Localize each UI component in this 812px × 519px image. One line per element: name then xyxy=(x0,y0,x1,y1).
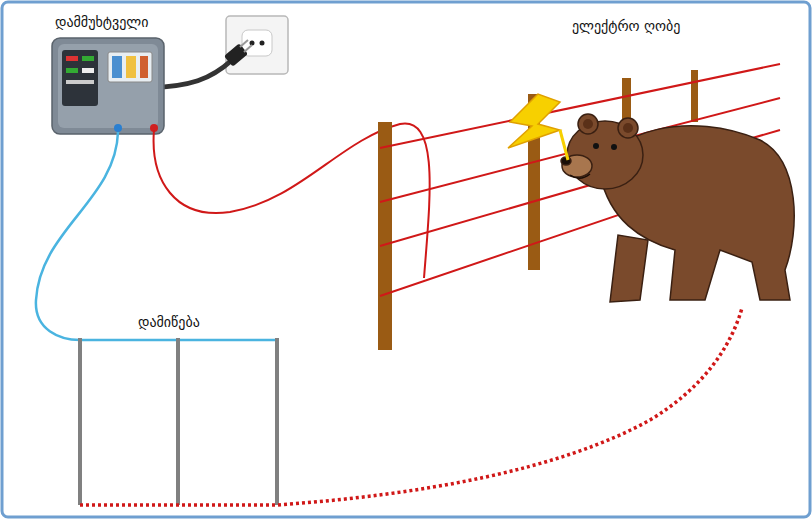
wall-socket xyxy=(226,16,288,74)
fence-label: ელექტრო ღობე xyxy=(572,18,680,35)
plug xyxy=(224,40,252,67)
bear xyxy=(561,114,794,302)
ground-label: დამიწება xyxy=(138,314,200,331)
charger-device xyxy=(52,38,164,134)
spark xyxy=(560,130,568,160)
ground-rods xyxy=(80,338,277,505)
charger-label: დამმუხტველი xyxy=(55,14,148,31)
lightning-bolt xyxy=(508,94,560,148)
return-path xyxy=(80,308,742,505)
